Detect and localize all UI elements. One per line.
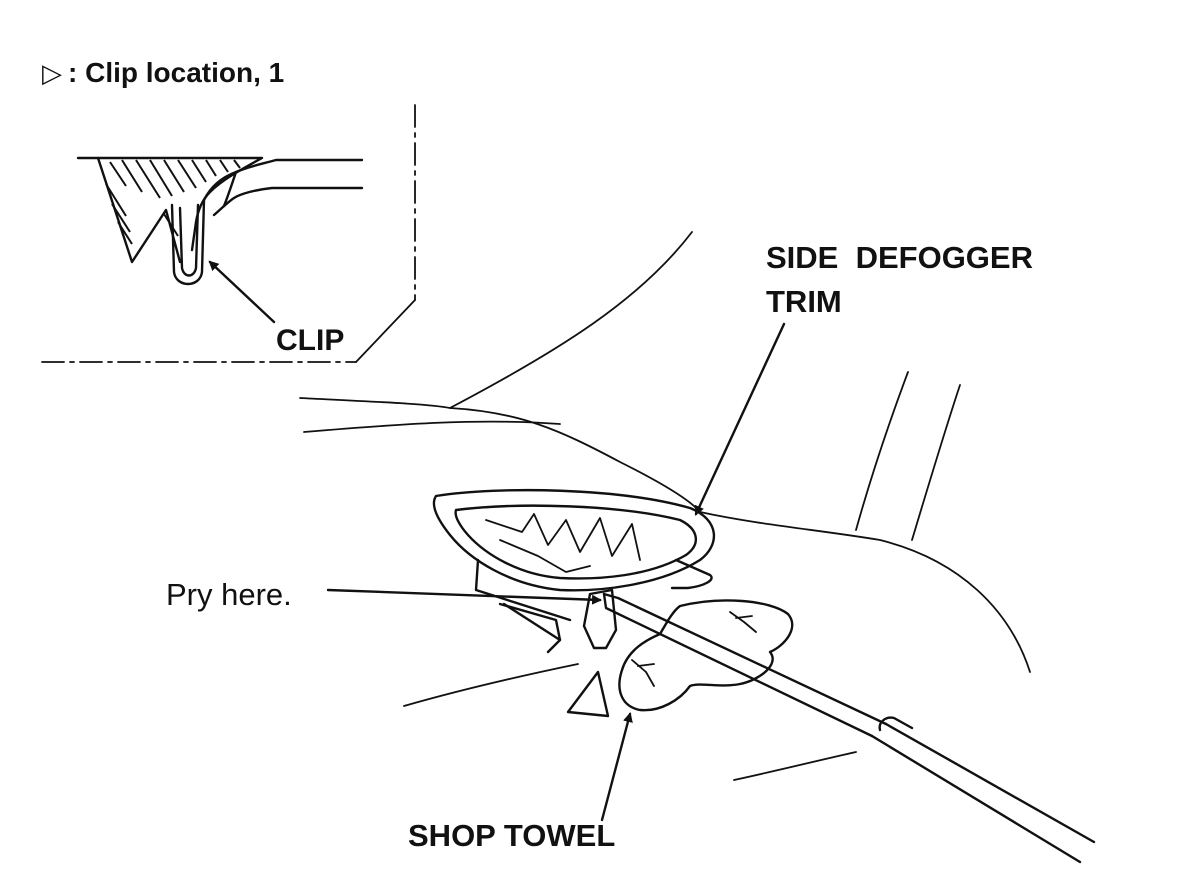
clip-arrow xyxy=(208,260,276,324)
panel-cross-section xyxy=(76,156,364,286)
clip-location-marker xyxy=(566,670,610,718)
side-defogger-trim-label-line1: SIDE DEFOGGER xyxy=(766,240,1033,275)
side-defogger-trim-arrow xyxy=(694,322,786,516)
shop-towel xyxy=(618,599,794,712)
side-defogger-trim-label-line2: TRIM xyxy=(766,284,842,319)
clip-detail-inset: CLIP xyxy=(41,104,416,363)
side-defogger-trim xyxy=(432,488,715,654)
clip-location-title: : Clip location, 1 xyxy=(68,57,284,88)
pry-here-arrow xyxy=(326,588,602,605)
shop-towel-arrow xyxy=(600,712,633,822)
pry-here-label: Pry here. xyxy=(166,577,292,612)
trim-clip xyxy=(582,588,618,650)
inset-border-corner xyxy=(355,299,416,363)
clip-label: CLIP xyxy=(276,324,344,357)
dashboard-illustration xyxy=(299,231,1096,864)
screwdriver xyxy=(602,592,1096,864)
clip-location-symbol: ▷ xyxy=(42,58,62,88)
shop-towel-label: SHOP TOWEL xyxy=(408,818,615,853)
